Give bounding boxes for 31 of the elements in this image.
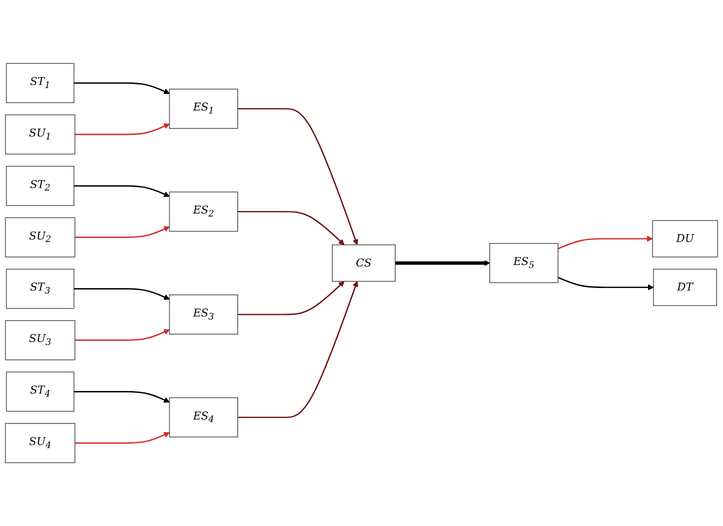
arrow — [74, 82, 170, 94]
node-box: SU$_{4}$ — [5, 423, 76, 463]
arrow — [238, 280, 344, 316]
node-box: ES$_{2}$ — [169, 192, 238, 232]
arrow — [74, 226, 170, 238]
node-box: DU — [652, 220, 718, 258]
node-box: SU$_{1}$ — [5, 114, 76, 154]
arrow — [238, 210, 344, 246]
arrow — [74, 329, 170, 341]
arrow — [238, 108, 358, 246]
arrow — [238, 280, 358, 418]
arrow — [74, 185, 170, 197]
node-box: SU$_{2}$ — [5, 217, 76, 258]
arrow — [74, 123, 170, 136]
node-box: ES$_{1}$ — [169, 88, 238, 129]
node-box: ST$_{1}$ — [6, 63, 74, 103]
node-box: ES$_{5}$ — [489, 243, 558, 283]
arrow — [558, 236, 653, 250]
node-box: ST$_{4}$ — [6, 372, 74, 412]
arrow — [74, 288, 170, 300]
arrow — [74, 390, 170, 403]
node-box: DT — [653, 268, 717, 306]
arrow — [558, 276, 654, 290]
node-box: ES$_{4}$ — [169, 397, 238, 438]
arrow — [395, 260, 490, 266]
node-box: ST$_{3}$ — [6, 268, 74, 309]
node-box: SU$_{3}$ — [5, 320, 76, 360]
node-box: CS — [332, 244, 396, 282]
node-box: ES$_{3}$ — [169, 294, 238, 334]
node-box: ST$_{2}$ — [6, 166, 74, 206]
arrow — [74, 432, 170, 444]
